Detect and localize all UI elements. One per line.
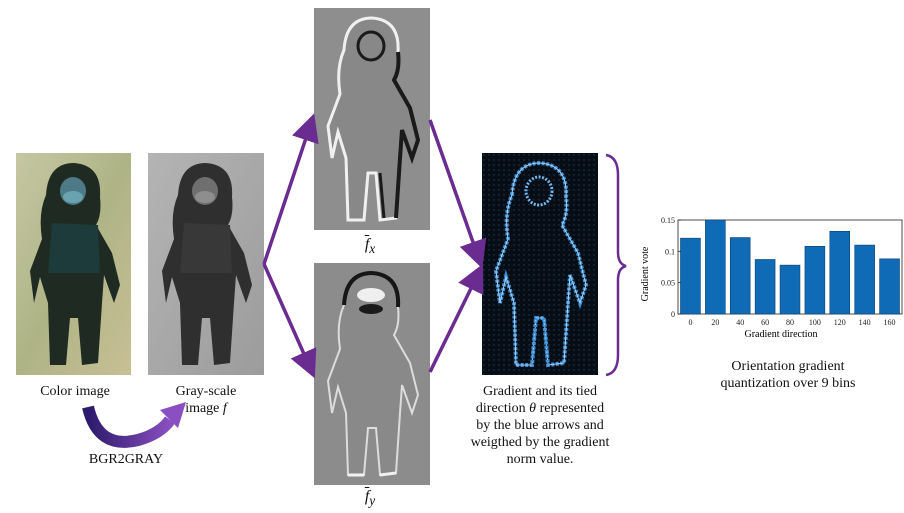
ytick-label: 0.1 xyxy=(665,247,675,256)
chart-plot-area: 0 20 40 60 80 100 120 140 160 0 0.05 0.1 0.15 xyxy=(661,216,902,327)
chart-ylabel: Gradient vote xyxy=(640,246,651,301)
bar-140 xyxy=(855,245,875,314)
bgr2gray-label: BGR2GRAY xyxy=(66,451,186,468)
xtick-label-100: 100 xyxy=(809,318,821,327)
ytick-label: 0 xyxy=(671,310,675,319)
xtick-label-140: 140 xyxy=(859,318,871,327)
histogram-caption-line1: Orientation gradient xyxy=(731,359,844,374)
bar-80 xyxy=(780,265,800,314)
bar-40 xyxy=(730,238,750,314)
histogram-caption: Orientation gradient quantization over 9… xyxy=(692,358,884,392)
xtick-label-60: 60 xyxy=(761,318,769,327)
xtick-label-40: 40 xyxy=(736,318,744,327)
histogram-caption-line2: quantization over 9 bins xyxy=(721,376,856,391)
chart-xlabel: Gradient direction xyxy=(744,329,817,340)
curved-conversion-arrow xyxy=(88,407,170,442)
arrow-to-fy xyxy=(264,264,312,372)
bar-160 xyxy=(880,259,900,314)
bar-120 xyxy=(830,231,850,314)
arrow-fx-to-gradient xyxy=(430,120,480,262)
xtick-label-120: 120 xyxy=(834,318,846,327)
bar-60 xyxy=(755,259,775,314)
orientation-histogram-chart: Gradient vote Gradient direction 0 20 40 60… xyxy=(630,210,904,340)
xtick-label-0: 0 xyxy=(688,318,692,327)
arrow-to-fx xyxy=(264,120,312,264)
ytick-label: 0.05 xyxy=(661,279,675,288)
xtick-label-160: 160 xyxy=(884,318,896,327)
xtick-label-20: 20 xyxy=(711,318,719,327)
right-brace xyxy=(606,155,626,375)
bar-0 xyxy=(680,238,700,314)
ytick-label: 0.15 xyxy=(661,216,675,225)
xtick-label-80: 80 xyxy=(786,318,794,327)
bar-100 xyxy=(805,246,825,314)
arrow-fy-to-gradient xyxy=(430,270,480,372)
bar-20 xyxy=(705,220,725,314)
